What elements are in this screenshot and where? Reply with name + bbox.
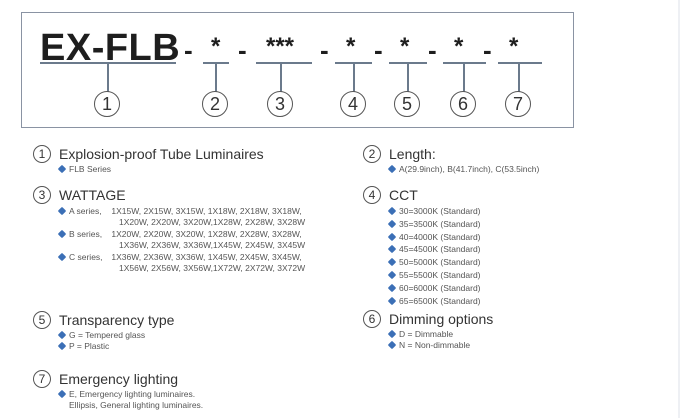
list-item: 60=6000K (Standard) [387,282,481,295]
underline-6 [443,62,486,64]
underline-7 [498,62,542,64]
placeholder-6: * [454,33,464,60]
separator: - [320,35,329,65]
connector-4 [353,62,355,92]
circle-number-4: 4 [340,91,366,117]
page-edge [678,0,680,418]
bullet-icon [57,252,67,262]
placeholder-2: * [211,33,221,60]
connector-5 [407,62,409,92]
connector-1 [107,62,109,92]
section-number: 3 [33,186,51,204]
list-item: 40=4000K (Standard) [387,231,481,244]
bullet-icon [387,219,397,229]
separator: - [483,35,492,65]
connector-6 [463,62,465,92]
circle-number-5: 5 [394,91,420,117]
section-title: WATTAGE [59,187,126,203]
bullet-icon [57,330,67,340]
list-item: FLB Series [57,164,264,175]
bullet-icon [387,296,397,305]
separator: - [374,35,383,65]
bullet-icon [387,206,397,216]
section-number: 4 [363,186,381,204]
list-item: C series, 1X36W, 2X36W, 3X36W, 1X45W, 2X… [57,252,305,273]
placeholder-4: * [346,33,356,60]
list-item: B series, 1X20W, 2X20W, 3X20W, 1X28W, 2X… [57,229,305,250]
bullet-icon [387,329,397,339]
bullet-icon [387,232,397,241]
circle-number-2: 2 [202,91,228,117]
section-title: Length: [389,146,436,162]
section-number: 6 [363,310,381,328]
bullet-icon [387,164,397,174]
section-title: Transparency type [59,312,175,328]
list-item: 45=4500K (Standard) [387,243,481,256]
circle-number-1: 1 [94,91,120,117]
bullet-icon [387,257,397,267]
list-item: 50=5000K (Standard) [387,256,481,269]
section-number: 5 [33,311,51,329]
model-code-prefix: EX-FLB [40,27,181,69]
section-emergency-lighting: 7 Emergency lighting E, Emergency lighti… [33,370,203,410]
circle-number-7: 7 [505,91,531,117]
bullet-icon [387,340,397,349]
section-cct: 4 CCT 30=3000K (Standard) 35=3500K (Stan… [363,186,481,307]
connector-7 [518,62,520,92]
placeholder-7: * [509,33,519,60]
section-title: Explosion-proof Tube Luminaires [59,146,264,162]
list-item: P = Plastic [57,341,174,352]
section-transparency-type: 5 Transparency type G = Tempered glass P… [33,311,174,351]
bullet-icon [57,389,67,399]
section-number: 1 [33,145,51,163]
connector-2 [215,62,217,92]
list-item: E, Emergency lighting luminaires.Ellipsi… [57,389,203,410]
bullet-icon [57,341,67,350]
list-item: G = Tempered glass [57,330,174,341]
list-item: 35=3500K (Standard) [387,218,481,231]
separator: - [428,35,437,65]
section-number: 2 [363,145,381,163]
section-product-type: 1 Explosion-proof Tube Luminaires FLB Se… [33,145,264,175]
list-item: A(29.9inch), B(41.7inch), C(53.5inch) [387,164,539,175]
connector-3 [280,62,282,92]
section-wattage: 3 WATTAGE A series, 1X15W, 2X15W, 3X15W,… [33,186,305,275]
list-item: 55=5500K (Standard) [387,269,481,282]
list-item: A series, 1X15W, 2X15W, 3X15W, 1X18W, 2X… [57,206,305,227]
section-title: Dimming options [389,311,494,327]
placeholder-5: * [400,33,410,60]
model-code-diagram: EX-FLB 1 - * 2 - *** 3 - * 4 - * 5 - * 6… [21,12,574,128]
list-item: N = Non-dimmable [387,340,493,351]
list-item: D = Dimmable [387,329,493,340]
underline-3 [256,62,312,64]
bullet-icon [57,206,67,216]
list-item: 65=6500K (Standard) [387,295,481,308]
bullet-icon [57,229,67,239]
circle-number-3: 3 [267,91,293,117]
section-title: CCT [389,187,418,203]
bullet-icon [387,283,397,293]
section-title: Emergency lighting [59,371,179,387]
section-length: 2 Length: A(29.9inch), B(41.7inch), C(53… [363,145,539,175]
section-number: 7 [33,370,51,388]
circle-number-6: 6 [450,91,476,117]
section-dimming-options: 6 Dimming options D = Dimmable N = Non-d… [363,310,493,350]
list-item: 30=3000K (Standard) [387,205,481,218]
separator: - [184,35,193,65]
separator: - [238,35,247,65]
bullet-icon [387,245,397,254]
bullet-icon [387,270,397,280]
placeholder-3: *** [266,33,295,60]
bullet-icon [57,164,67,174]
